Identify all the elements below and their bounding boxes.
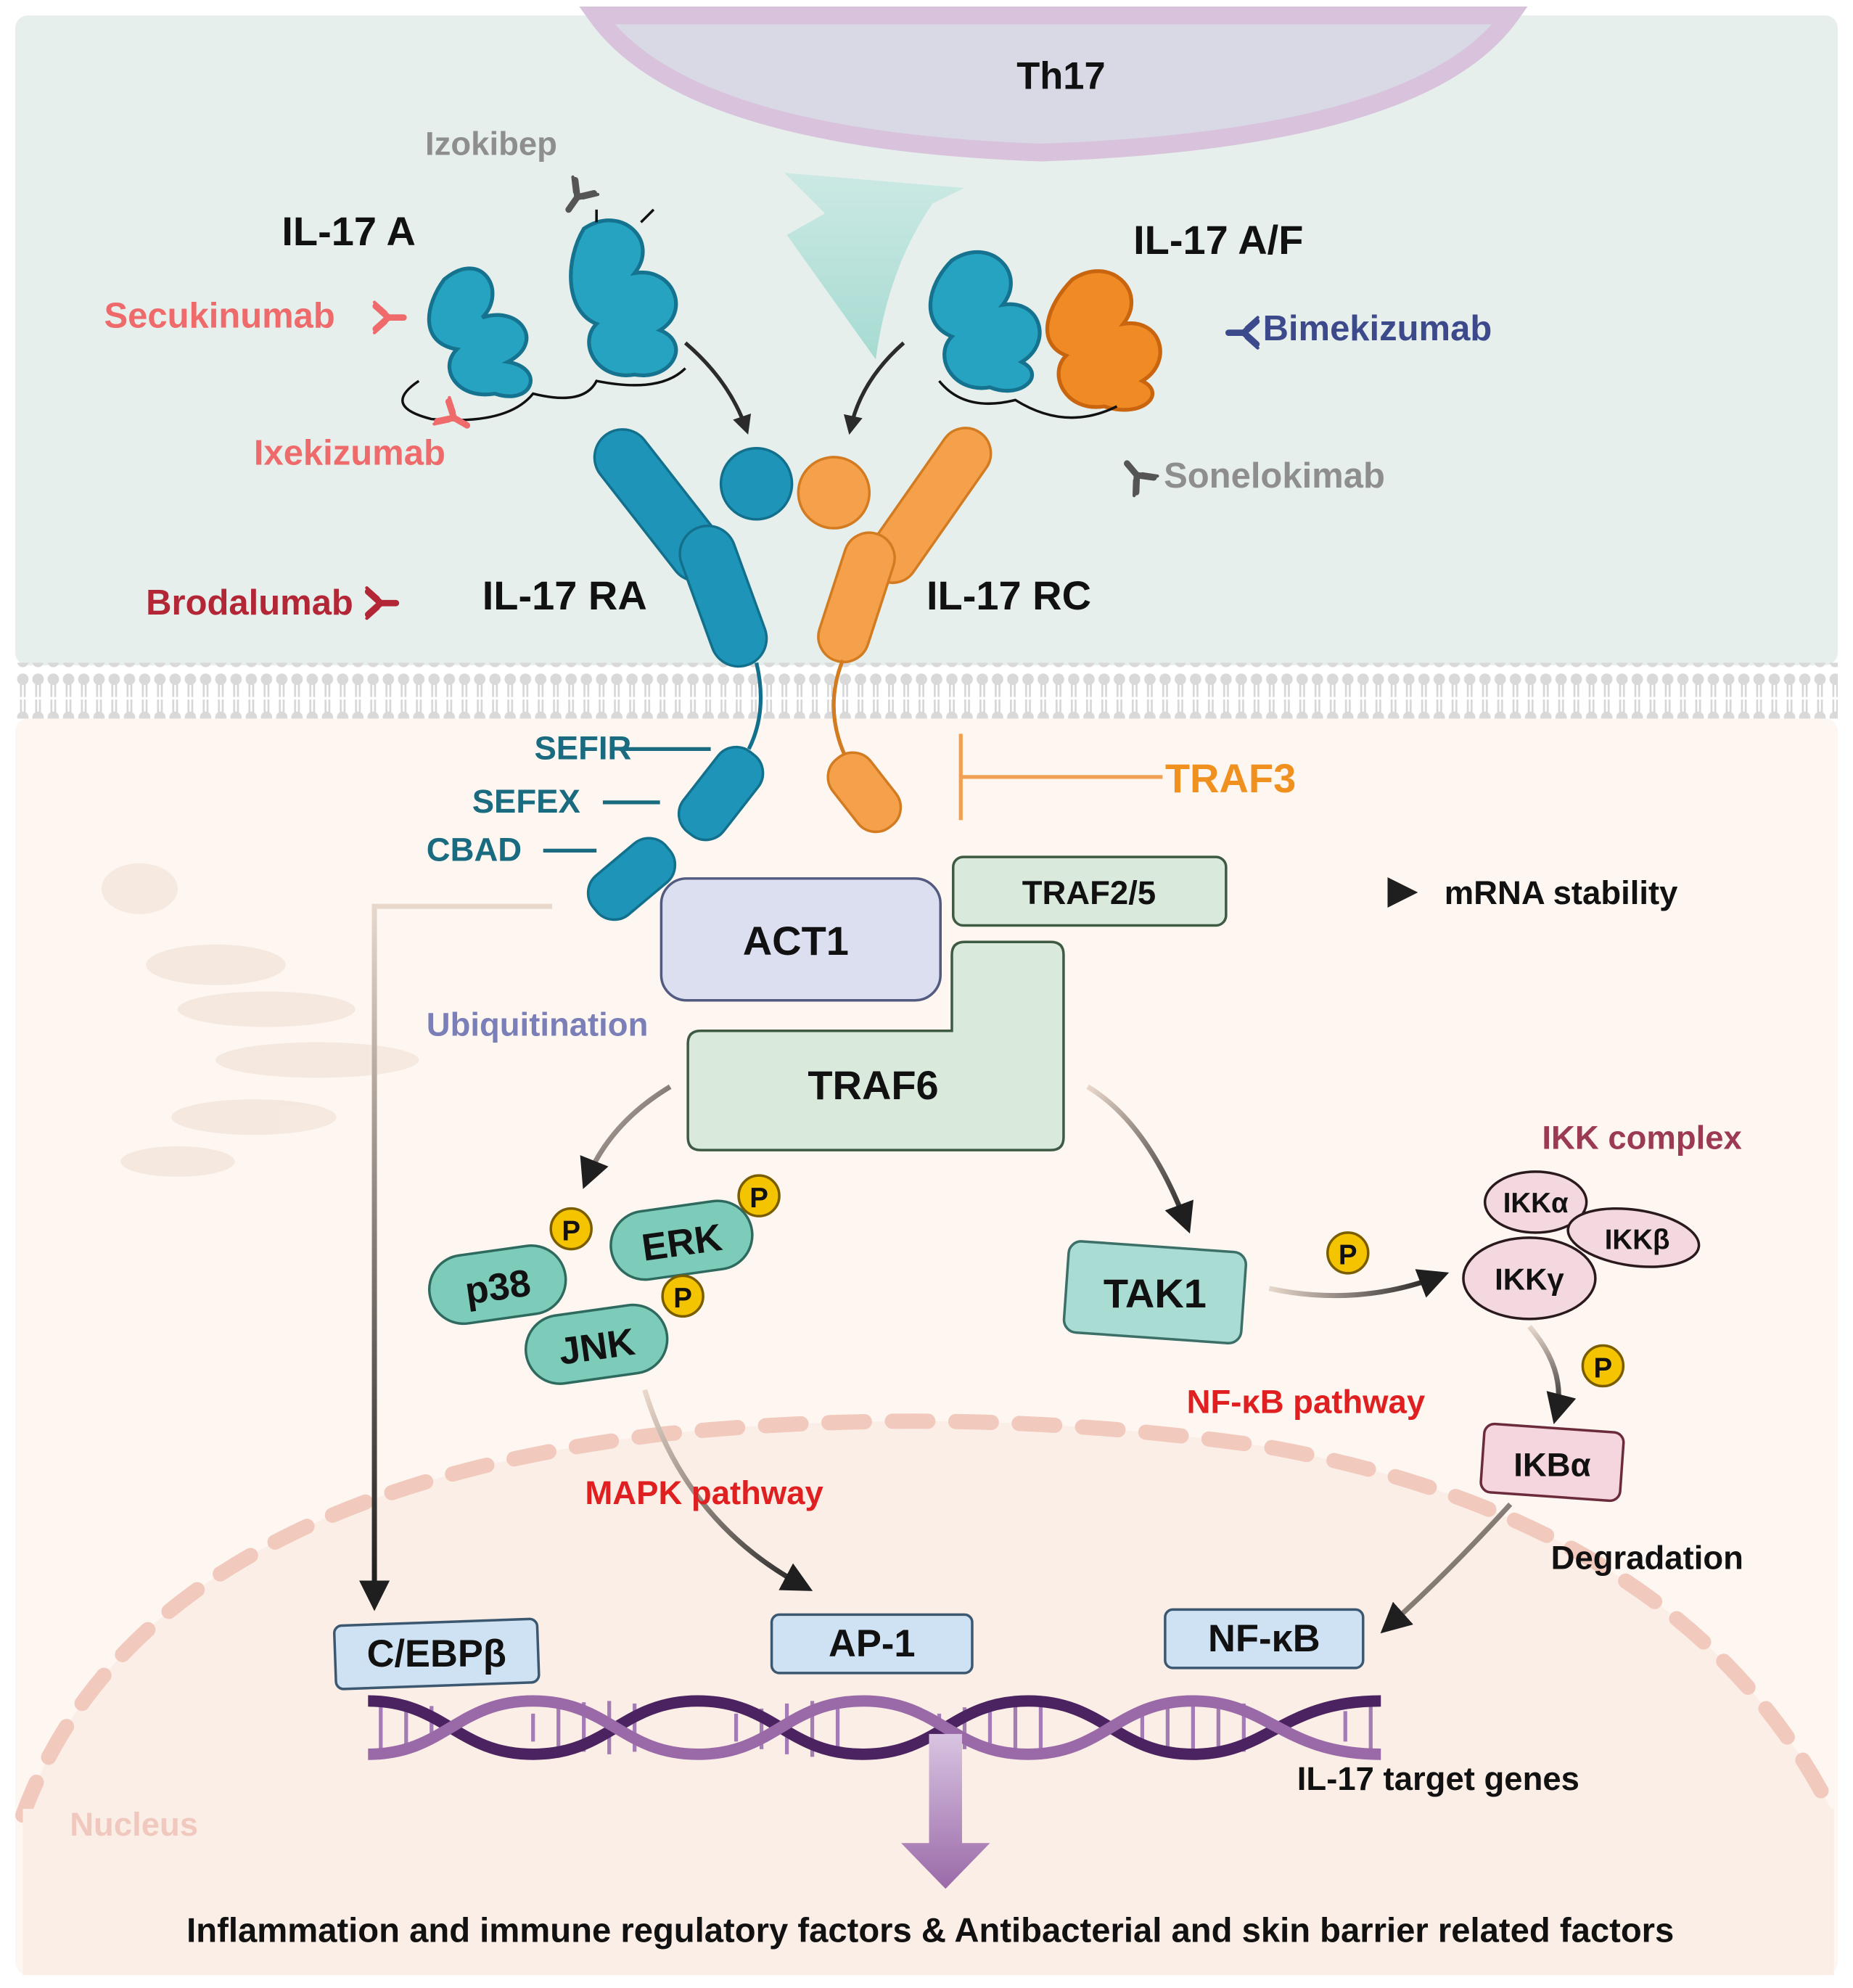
act1-label: ACT1 xyxy=(743,918,849,964)
sefir-label: SEFIR xyxy=(534,729,631,766)
degradation-label: Degradation xyxy=(1551,1539,1743,1576)
ikka-ellipse xyxy=(1483,1170,1588,1234)
ikkg-ellipse xyxy=(1462,1236,1597,1320)
ap1-label: AP-1 xyxy=(829,1623,916,1665)
phosphate-icon: P xyxy=(1326,1231,1370,1275)
izokibep-label: Izokibep xyxy=(425,126,557,163)
erk-box xyxy=(609,1199,754,1281)
brodalumab-label: Brodalumab xyxy=(146,583,353,623)
phosphate-label-tak1: P xyxy=(1339,1240,1357,1271)
mapk-to-ap1-arrow xyxy=(642,1389,813,1591)
cebpb-label: C/EBPβ xyxy=(367,1633,506,1675)
il17ra-label: IL-17 RA xyxy=(482,572,647,618)
cbad-label: CBAD xyxy=(427,831,522,868)
il17a-binding-arrow xyxy=(683,341,752,435)
ikkb-label: IKKβ xyxy=(1605,1225,1670,1256)
output-arrow xyxy=(901,1733,990,1889)
mrna-stability-label: mRNA stability xyxy=(1445,874,1678,911)
mapk-kinases: p38 ERK JNK xyxy=(427,1199,754,1385)
il17a-cytokine xyxy=(401,208,686,422)
phosphate-icon: P xyxy=(737,1174,781,1217)
extracellular-space xyxy=(15,15,1838,665)
phosphate-icon: P xyxy=(661,1274,704,1318)
traf6-to-mapk-arrow xyxy=(580,1084,672,1189)
jnk-label: JNK xyxy=(556,1321,638,1373)
traf6-to-tak1-arrow xyxy=(1086,1084,1193,1234)
ikka-label: IKKα xyxy=(1503,1188,1569,1219)
nfkb-pathway-label: NF-κB pathway xyxy=(1187,1383,1426,1420)
tak1-to-ikk-arrow xyxy=(1268,1269,1450,1299)
cell-membrane xyxy=(15,662,1838,719)
il17rc-receptor xyxy=(797,427,993,834)
sefex-label: SEFEX xyxy=(472,783,580,820)
il17a-label: IL-17 A xyxy=(282,208,416,254)
phosphate-label-p38: P xyxy=(562,1215,580,1246)
mapk-pathway-label: MAPK pathway xyxy=(585,1474,823,1511)
il17af-cytokine xyxy=(928,250,1162,419)
th17-cell xyxy=(579,7,1528,162)
bimekizumab-label: Bimekizumab xyxy=(1263,309,1492,348)
phosphate-icon: P xyxy=(1581,1344,1625,1388)
ikba-label: IKBα xyxy=(1513,1447,1590,1484)
cytokine-ribbon-icon xyxy=(427,218,678,398)
ixekizumab-label: Ixekizumab xyxy=(254,434,445,473)
phosphate-label-ikk: P xyxy=(1594,1352,1613,1384)
nucleus-fill xyxy=(22,1809,1834,1976)
outcome-label: Inflammation and immune regulatory facto… xyxy=(186,1912,1674,1950)
th17-label: Th17 xyxy=(1016,56,1105,98)
traf25-label: TRAF2/5 xyxy=(1022,874,1156,911)
nfkb-label: NF-κB xyxy=(1208,1618,1320,1660)
cebpb-pathway-arrow xyxy=(359,903,552,1611)
il17rc-label: IL-17 RC xyxy=(926,572,1091,618)
target-genes-label: IL-17 target genes xyxy=(1297,1760,1579,1797)
p38-label: p38 xyxy=(462,1262,533,1313)
act1-box xyxy=(660,877,942,1002)
secukinumab-label: Secukinumab xyxy=(104,297,334,336)
tak1-label: TAK1 xyxy=(1104,1270,1207,1316)
traf25-box xyxy=(951,855,1228,927)
ikkg-label: IKKγ xyxy=(1495,1262,1564,1297)
traf6-label: TRAF6 xyxy=(808,1062,938,1108)
traf6-box xyxy=(686,940,1065,1151)
cytokine-ribbon-icon xyxy=(928,250,1042,393)
jnk-box xyxy=(524,1303,669,1385)
nucleus-label: Nucleus xyxy=(70,1806,198,1843)
phosphate-label-erk: P xyxy=(749,1183,768,1214)
il17ra-receptor xyxy=(586,428,794,921)
phosphate-icon: P xyxy=(549,1207,593,1251)
il17af-binding-arrow xyxy=(843,341,905,435)
tak1-box xyxy=(1062,1240,1247,1345)
ikkb-ellipse xyxy=(1566,1207,1701,1268)
nfkb-box xyxy=(1164,1608,1365,1669)
secretion-funnel xyxy=(784,173,965,360)
traf3-label: TRAF3 xyxy=(1165,755,1296,801)
dna-helix-icon xyxy=(368,1695,1381,1760)
ubiquitination-label: Ubiquitination xyxy=(427,1006,649,1043)
cebpb-box xyxy=(332,1617,541,1691)
il17af-label: IL-17 A/F xyxy=(1133,217,1303,263)
ap1-box xyxy=(770,1613,974,1675)
ikk-to-ikba-arrow xyxy=(1527,1325,1577,1424)
ikk-complex-label: IKK complex xyxy=(1542,1119,1741,1156)
p38-box xyxy=(427,1244,567,1326)
organelle-shapes xyxy=(101,863,419,1177)
phosphate-label-jnk: P xyxy=(673,1283,692,1314)
ikba-box xyxy=(1479,1422,1625,1503)
ikba-to-nfkb-arrow xyxy=(1380,1502,1513,1634)
sonelokimab-label: Sonelokimab xyxy=(1164,456,1385,496)
